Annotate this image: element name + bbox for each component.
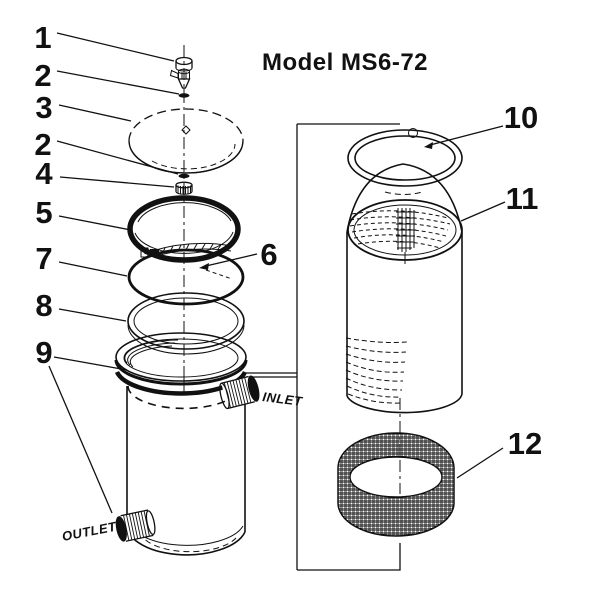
callout-6-leader: [199, 253, 258, 280]
callout-4-leader: [59, 176, 175, 188]
callout-3-leader: [58, 104, 132, 122]
callout-5-leader: [58, 215, 132, 231]
callout-12-label: 12: [508, 426, 542, 461]
callout-4-label: 4: [35, 156, 53, 191]
part-12-mesh-basket: [337, 432, 455, 537]
callout-8-label: 8: [35, 288, 52, 323]
callout-2a-leader: [56, 70, 180, 95]
diagram-title: Model MS6-72: [262, 49, 428, 76]
callout-leader-lines: [48, 32, 506, 514]
callout-9-leader-outlet: [48, 365, 113, 514]
part-5-clamp-ring: [127, 195, 241, 263]
callout-11-label: 11: [506, 181, 539, 216]
part-1-air-valve: [169, 56, 193, 92]
part-4-nut: [175, 181, 193, 195]
callout-11-leader: [460, 201, 506, 222]
callout-3-label: 3: [35, 90, 52, 125]
callout-2b-leader: [56, 140, 179, 175]
callout-2b-label: 2: [34, 127, 51, 162]
callout-5-label: 5: [35, 195, 52, 230]
callout-12-leader: [456, 447, 504, 479]
callout-6-label: 6: [260, 237, 277, 272]
part-6-band-clamp: [140, 242, 233, 258]
inlet-label: INLET: [262, 389, 304, 409]
inlet-fitting: [219, 375, 260, 410]
assembly-bracket: [246, 123, 401, 571]
callout-7-label: 7: [35, 241, 52, 276]
callout-10-leader: [424, 125, 504, 149]
callout-7-leader: [58, 261, 128, 277]
callout-9-leader-rim: [53, 356, 128, 371]
outlet-label: OUTLET: [61, 519, 118, 544]
callout-1-label: 1: [34, 20, 51, 55]
callout-10-label: 10: [504, 100, 538, 135]
part-2-washer-upper: [178, 93, 190, 98]
callout-1-leader: [56, 32, 175, 62]
part-2-washer-lower: [178, 173, 190, 179]
part-3-lid: [128, 108, 244, 174]
outlet-fitting: [115, 509, 156, 542]
part-11-filter-bag: [345, 163, 463, 492]
part-8-retainer-ring: [127, 292, 245, 355]
callout-2a-label: 2: [34, 58, 51, 93]
callout-9-label: 9: [35, 335, 52, 370]
callout-8-leader: [58, 308, 127, 322]
part-10-handle-ring: [347, 128, 463, 187]
